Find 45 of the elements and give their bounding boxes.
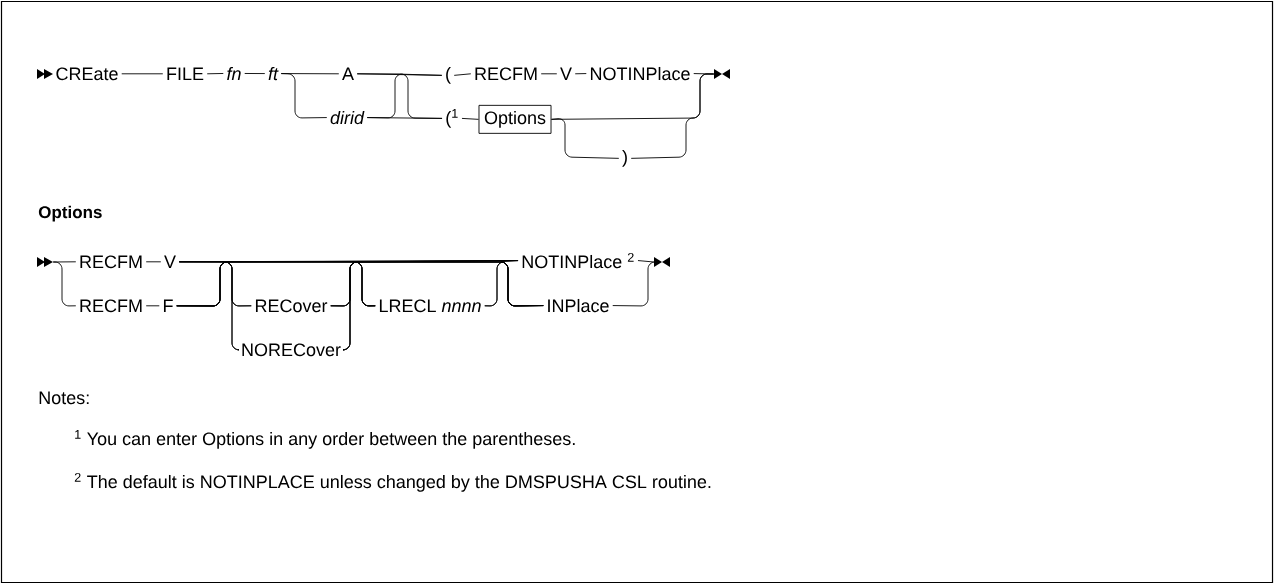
note-text: $^{1}$ You can enter Options in any order between the parentheses.: [75, 430, 575, 449]
syntax-keyword: INPlace: [548, 298, 609, 313]
option-box: Options: [478, 104, 552, 134]
railroad-line: [637, 260, 655, 263]
syntax-keyword: (: [446, 66, 451, 84]
railroad-line: [630, 73, 715, 159]
railroad-line: [206, 73, 224, 75]
railroad-line: [612, 261, 656, 307]
railroad-line: [280, 73, 328, 119]
syntax-keyword: NORECover: [242, 343, 341, 357]
railroad-line: [453, 73, 472, 76]
syntax-keyword: ($^{1}$: [446, 109, 458, 128]
syntax-keyword: dirid: [330, 110, 365, 125]
railroad-line: [366, 117, 443, 119]
syntax-keyword: RECFM: [80, 299, 142, 313]
syntax-keyword: NOTINPlace $^{2}$: [522, 252, 634, 269]
syntax-keyword: CREate: [56, 67, 118, 81]
start-marker: [37, 257, 53, 267]
syntax-keyword: ft: [268, 66, 279, 81]
railroad-line: [540, 73, 558, 75]
syntax-keyword: A: [342, 67, 354, 80]
syntax-keyword: fn: [227, 66, 241, 80]
railroad-line: [551, 118, 620, 159]
note-text: $^{2}$ The default is NOTINPLACE unless changed by the DMSPUSHA CSL routine.: [74, 472, 711, 492]
section-heading: Options: [38, 205, 102, 222]
note-text: Notes:: [39, 391, 89, 405]
syntax-keyword: LRECL nnnn: [379, 299, 481, 313]
syntax-keyword: NOTINPlace: [590, 66, 690, 81]
syntax-keyword: RECover: [255, 299, 328, 313]
railroad-line: [461, 117, 479, 120]
syntax-keyword: RECFM: [475, 67, 537, 81]
railroad-line: [145, 261, 162, 263]
syntax-keyword: V: [560, 67, 572, 80]
syntax-keyword: F: [164, 299, 173, 312]
syntax-keyword: V: [164, 255, 176, 268]
railroad-line: [484, 261, 544, 307]
railroad-line: [244, 73, 266, 74]
syntax-keyword: FILE: [167, 67, 204, 80]
railroad-line: [121, 73, 164, 75]
railroad-line: [574, 73, 587, 75]
railroad-line: [145, 305, 160, 307]
syntax-keyword: ): [622, 149, 627, 167]
syntax-keyword: RECFM: [80, 255, 142, 269]
end-marker: [654, 257, 670, 267]
end-marker: [714, 69, 730, 79]
